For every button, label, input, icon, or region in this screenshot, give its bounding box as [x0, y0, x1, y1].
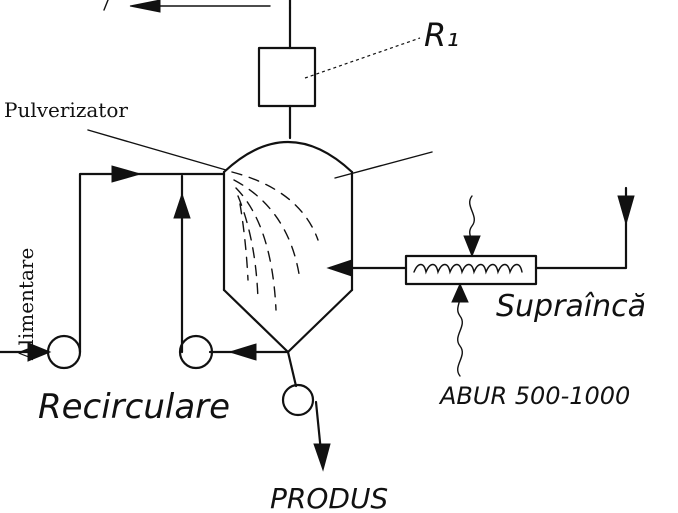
supraincalzitor-label: Supraîncă [496, 289, 646, 324]
recirculare-label: Recirculare [38, 387, 230, 427]
hot-air-line [326, 186, 635, 277]
spray-pattern [231, 171, 319, 311]
r1-leader [304, 37, 421, 79]
chamber-leader [334, 151, 433, 179]
steam-inlet-top [463, 195, 481, 258]
top-exhaust-line [103, 0, 292, 13]
pulverizator-leader [87, 129, 227, 171]
steam-inlet-bottom [451, 282, 469, 377]
product-outlet [313, 400, 331, 472]
produs-label: PRODUS [270, 482, 388, 513]
feed-pump [46, 334, 82, 370]
alimentare-label: Alimentare [14, 248, 38, 361]
r1-label: R₁ [424, 16, 459, 54]
recirculation-line [173, 174, 290, 361]
r1-unit [257, 6, 317, 140]
abur-label: ABUR 500-1000 [438, 382, 630, 410]
pulverizator-label: Pulverizator [4, 98, 128, 122]
superheater [404, 254, 538, 286]
feed-line [0, 165, 226, 362]
product-pump [281, 383, 315, 417]
recirculation-pump [178, 334, 214, 370]
